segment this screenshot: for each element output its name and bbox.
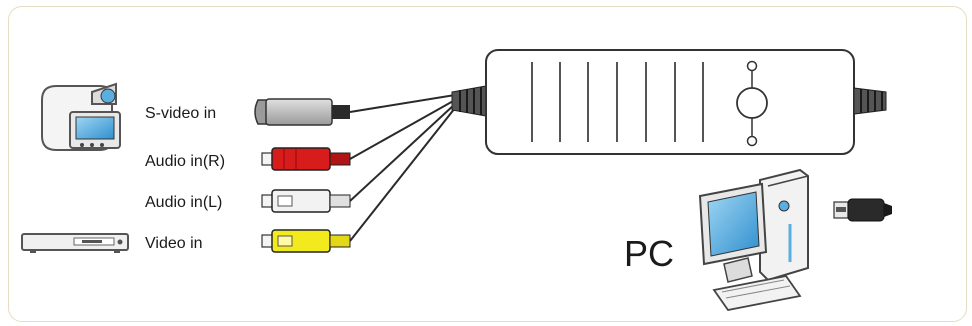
- adapter-right-strain-relief: [853, 87, 887, 115]
- svideo-plug: [254, 98, 350, 126]
- label-svideo-in: S-video in: [145, 105, 216, 122]
- label-audio-in-r: Audio in(R): [145, 153, 225, 170]
- audio-r-plug: [261, 147, 351, 171]
- capture-device: [485, 49, 855, 155]
- cables: [349, 94, 456, 242]
- adapter-left-strain-relief: [451, 85, 487, 117]
- label-audio-in-l: Audio in(L): [145, 194, 222, 211]
- computer-icon: [698, 168, 809, 311]
- video-plug: [261, 229, 351, 253]
- audio-l-plug: [261, 189, 351, 213]
- dvd-player-icon: [21, 233, 129, 253]
- usb-plug: [833, 198, 892, 222]
- label-video-in: Video in: [145, 235, 203, 252]
- label-pc: PC: [624, 233, 674, 274]
- camcorder-icon: [41, 82, 121, 151]
- led-indicator-icon: [736, 60, 768, 147]
